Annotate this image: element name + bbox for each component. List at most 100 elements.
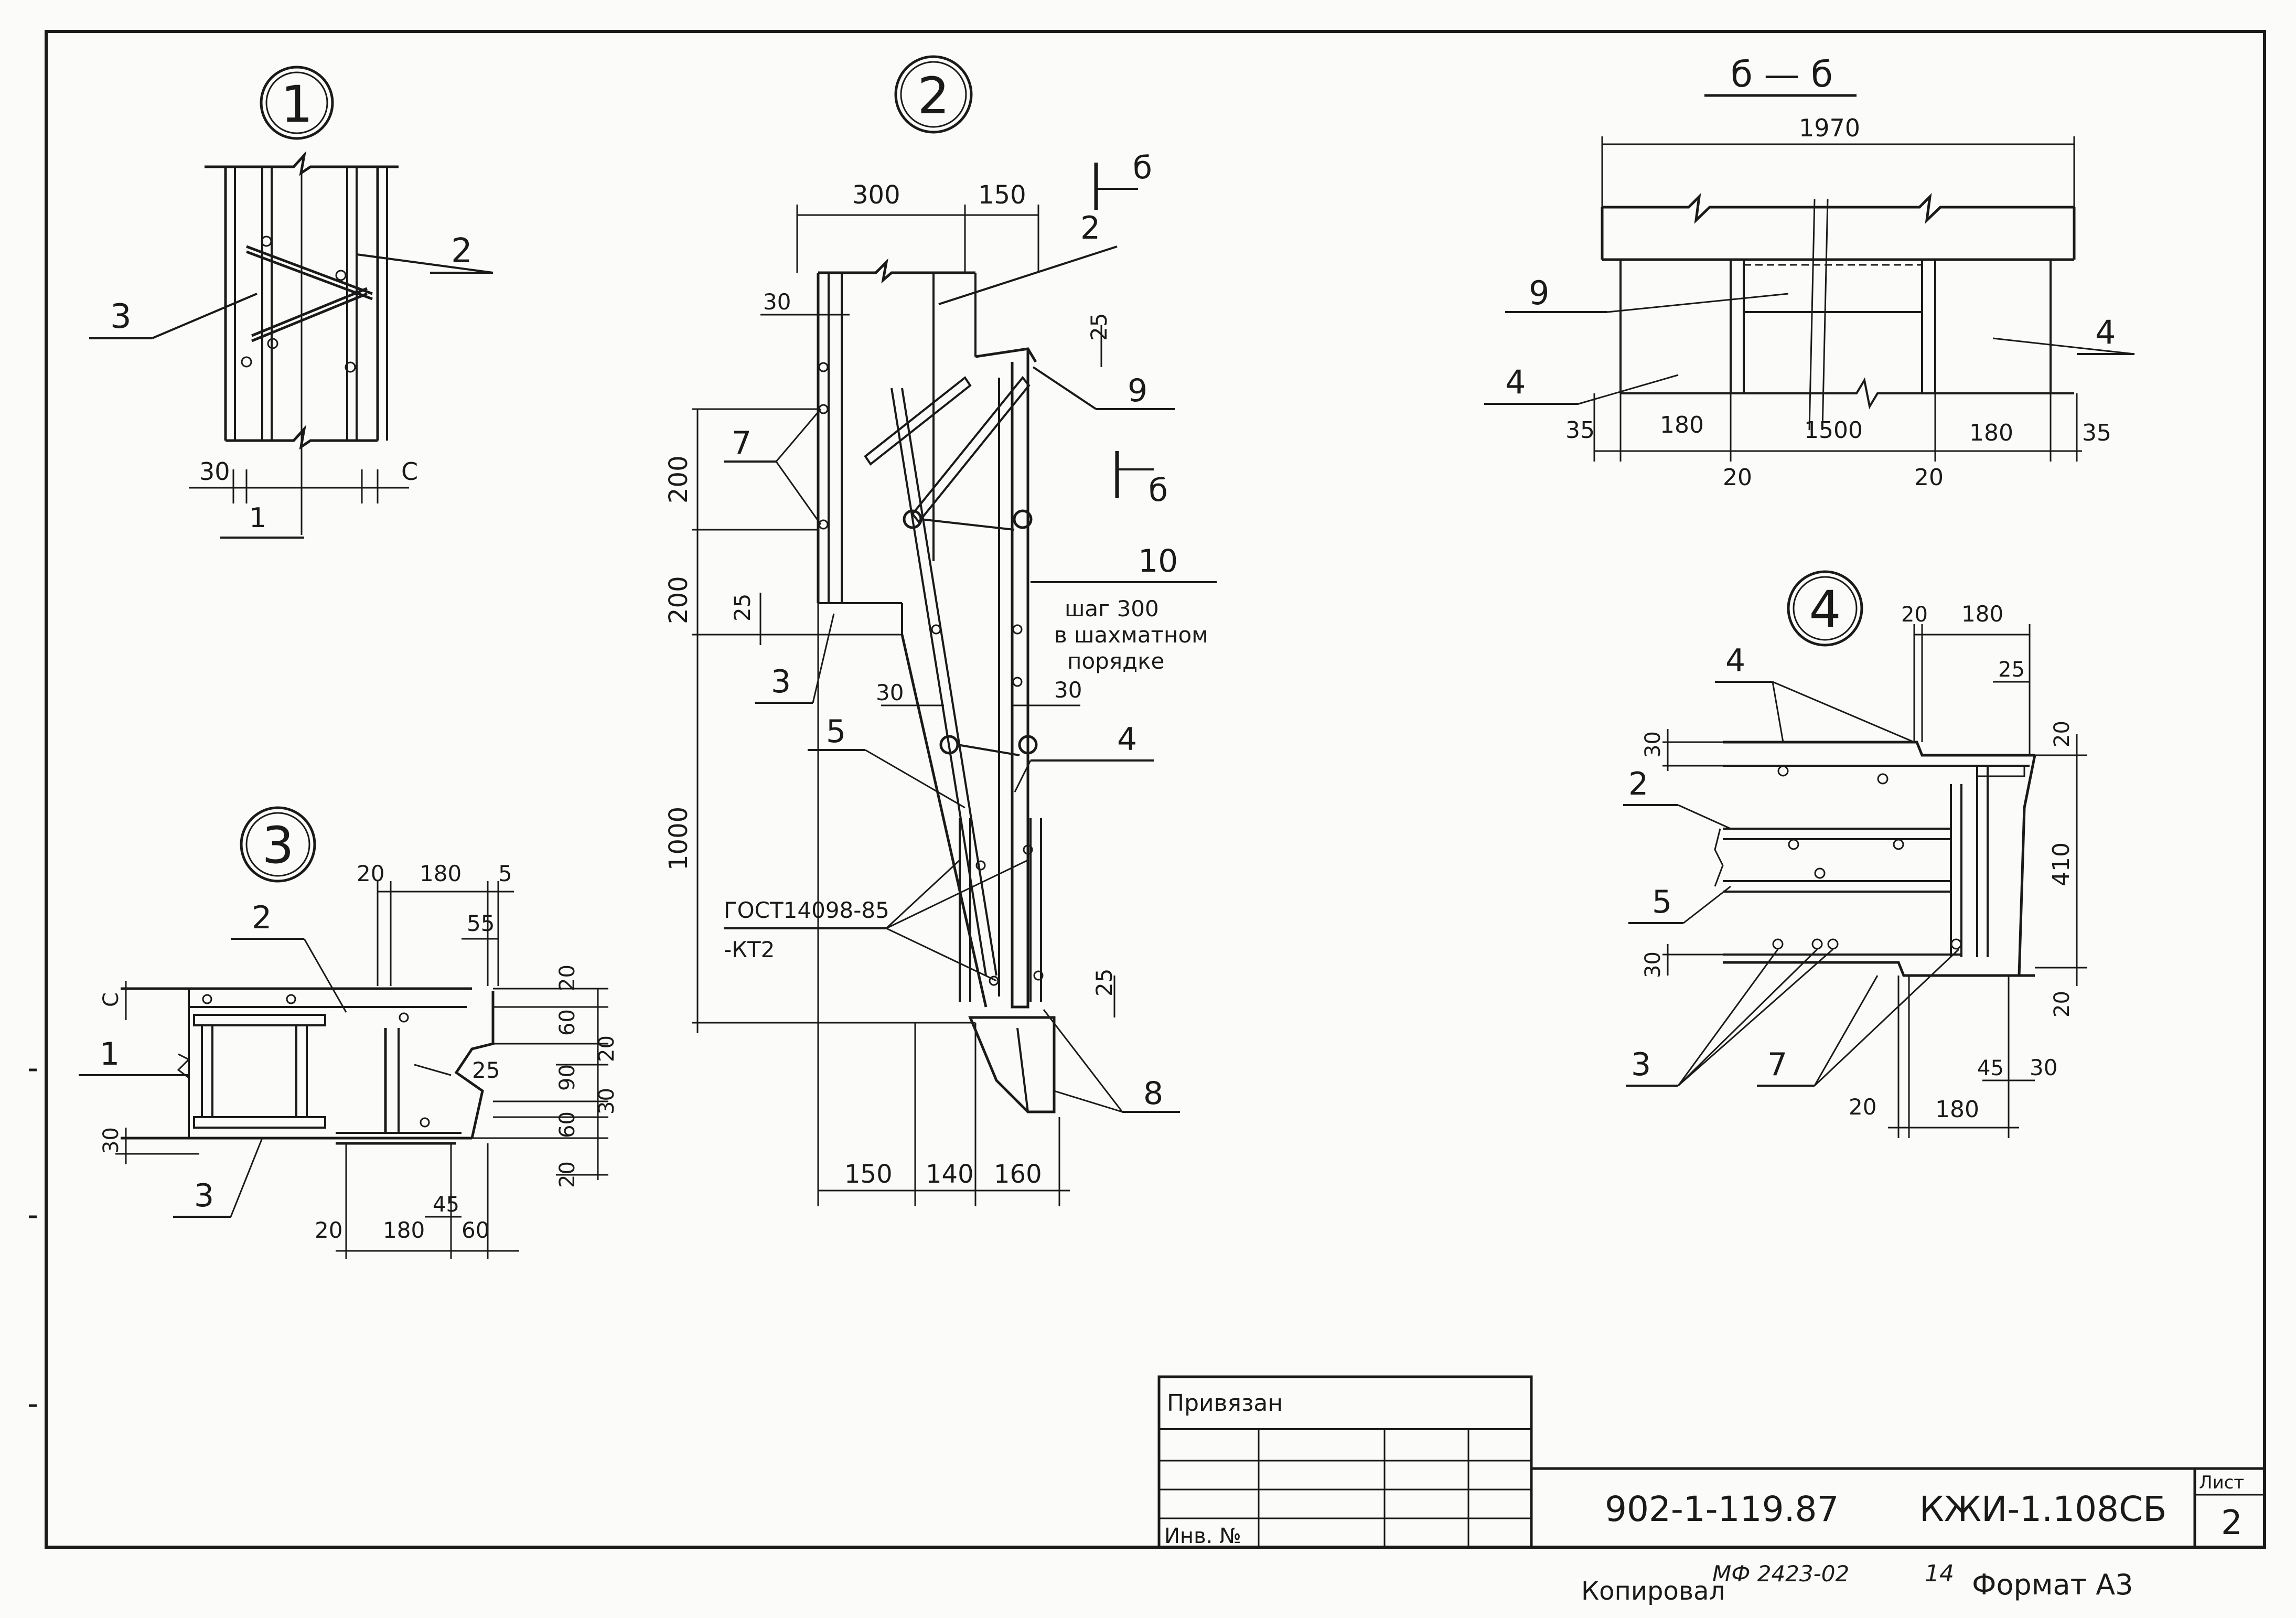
- dim-20b: 20: [1914, 464, 1944, 491]
- dim-t180: 180: [420, 861, 462, 886]
- dim-b45: 45: [433, 1193, 459, 1217]
- dim-30c: 30: [1054, 677, 1082, 703]
- dim-r60b: 60: [555, 1111, 580, 1138]
- view-1: 1 30 C 1 2 3: [89, 66, 493, 539]
- dim-t5: 5: [498, 861, 512, 886]
- sheet-frame: [29, 30, 2266, 1549]
- dim-1970: 1970: [1799, 114, 1860, 142]
- dim-25a: 25: [729, 594, 755, 622]
- dim-b150: 150: [844, 1160, 893, 1189]
- dim-r60a: 60: [555, 1009, 580, 1036]
- callout-9: 9: [1128, 372, 1147, 409]
- bound-label: Привязан: [1167, 1390, 1283, 1417]
- dim-30a: 30: [763, 289, 791, 315]
- gost-line-1: ГОСТ14098-85: [724, 897, 889, 923]
- callout-2: 2: [1080, 210, 1100, 247]
- cut-mark: 1: [249, 502, 266, 534]
- inv-label: Инв. №: [1164, 1524, 1241, 1548]
- copied-label: Копировал: [1581, 1577, 1725, 1606]
- dim-c: C: [401, 457, 418, 486]
- dim-t180: 180: [1961, 601, 2003, 627]
- dim-200a: 200: [664, 455, 693, 503]
- callout-3: 3: [1631, 1046, 1651, 1083]
- sheet-label: Лист: [2199, 1472, 2244, 1493]
- dim-r20a: 20: [2050, 721, 2074, 747]
- note-line-1: шаг 300: [1065, 596, 1159, 622]
- dim-300: 300: [852, 180, 900, 210]
- note-line-3: порядке: [1067, 648, 1164, 674]
- callout-4: 4: [1117, 721, 1137, 758]
- dim-25b: 25: [1086, 313, 1112, 341]
- callout-3: 3: [110, 297, 132, 336]
- view-2-mark: 2: [917, 67, 949, 125]
- view-3: 3 25 20 180 5 55: [79, 806, 619, 1259]
- callout-4-right: 4: [2095, 313, 2116, 351]
- dim-35b: 35: [2082, 420, 2111, 446]
- callout-8: 8: [1143, 1075, 1163, 1112]
- format-label: Формат А3: [1972, 1568, 2133, 1601]
- dim-200b: 200: [664, 576, 693, 624]
- view-3-mark: 3: [262, 816, 294, 875]
- project-code: 902-1-119.87: [1605, 1489, 1839, 1529]
- dim-180b: 180: [1969, 420, 2013, 446]
- callout-3: 3: [194, 1177, 214, 1214]
- callout-1: 1: [100, 1036, 120, 1073]
- dim-b160: 160: [994, 1160, 1042, 1189]
- dim-b20: 20: [315, 1217, 342, 1243]
- callout-2: 2: [1628, 766, 1648, 802]
- dim-b180: 180: [383, 1217, 425, 1243]
- dim-b30: 30: [2030, 1055, 2057, 1080]
- title-block: Привязан Инв. № 902-1-119.87 КЖИ-1.108СБ…: [1157, 1375, 2265, 1606]
- dim-t20: 20: [357, 861, 384, 886]
- callout-9: 9: [1529, 274, 1549, 312]
- callout-4: 4: [1725, 642, 1745, 679]
- callout-7: 7: [1767, 1046, 1787, 1083]
- dim-35a: 35: [1565, 417, 1595, 444]
- dim-b20: 20: [1849, 1094, 1876, 1120]
- dim-20a: 20: [1723, 464, 1752, 491]
- section-mark-top: б: [1133, 149, 1152, 186]
- dim-l30b: 30: [1641, 951, 1665, 978]
- dim-l30: 30: [99, 1127, 123, 1154]
- view-2: 2 300 150: [664, 55, 1217, 1206]
- dim-r20a: 20: [555, 965, 580, 991]
- slope-25: 25: [472, 1057, 500, 1083]
- callout-2: 2: [252, 899, 272, 936]
- dim-l30a: 30: [1641, 731, 1665, 758]
- dim-180a: 180: [1660, 412, 1704, 438]
- callout-2: 2: [451, 232, 473, 271]
- document-code: КЖИ-1.108СБ: [1919, 1489, 2166, 1529]
- dim-t20: 20: [1901, 603, 1928, 627]
- dim-t25: 25: [1998, 658, 2025, 682]
- dim-t55: 55: [467, 910, 495, 936]
- dim-25c: 25: [1091, 969, 1117, 996]
- view-1-mark: 1: [281, 75, 313, 134]
- dim-30b: 30: [876, 680, 904, 705]
- callout-7: 7: [732, 425, 752, 462]
- callout-5: 5: [826, 713, 846, 750]
- note-line-2: в шахматном: [1054, 622, 1208, 648]
- dim-r20b: 20: [595, 1035, 619, 1062]
- view-4-mark: 4: [1809, 580, 1841, 639]
- dim-b180: 180: [1935, 1096, 1979, 1123]
- section-b-b: б — б 1970 35 180 1500 180 35 20 20: [1484, 54, 2135, 491]
- section-mark-bottom: б: [1149, 472, 1168, 509]
- dim-b45: 45: [1977, 1056, 2004, 1080]
- dim-r20c: 20: [555, 1161, 580, 1188]
- dim-r410: 410: [2048, 842, 2075, 886]
- callout-4-left: 4: [1505, 363, 1526, 401]
- section-title: б — б: [1731, 54, 1833, 95]
- dim-l-c: С: [99, 992, 123, 1007]
- callout-3: 3: [771, 663, 791, 700]
- dim-30: 30: [199, 457, 230, 486]
- dim-r30: 30: [595, 1088, 619, 1115]
- callout-10: 10: [1138, 543, 1178, 580]
- callout-5: 5: [1652, 884, 1672, 920]
- dim-1500: 1500: [1804, 417, 1863, 444]
- order-number: МФ 2423-02: [1712, 1561, 1849, 1587]
- dim-b140: 140: [926, 1160, 974, 1189]
- gost-line-2: -КТ2: [724, 937, 775, 962]
- dim-r90: 90: [555, 1064, 580, 1091]
- dim-1000: 1000: [664, 807, 693, 871]
